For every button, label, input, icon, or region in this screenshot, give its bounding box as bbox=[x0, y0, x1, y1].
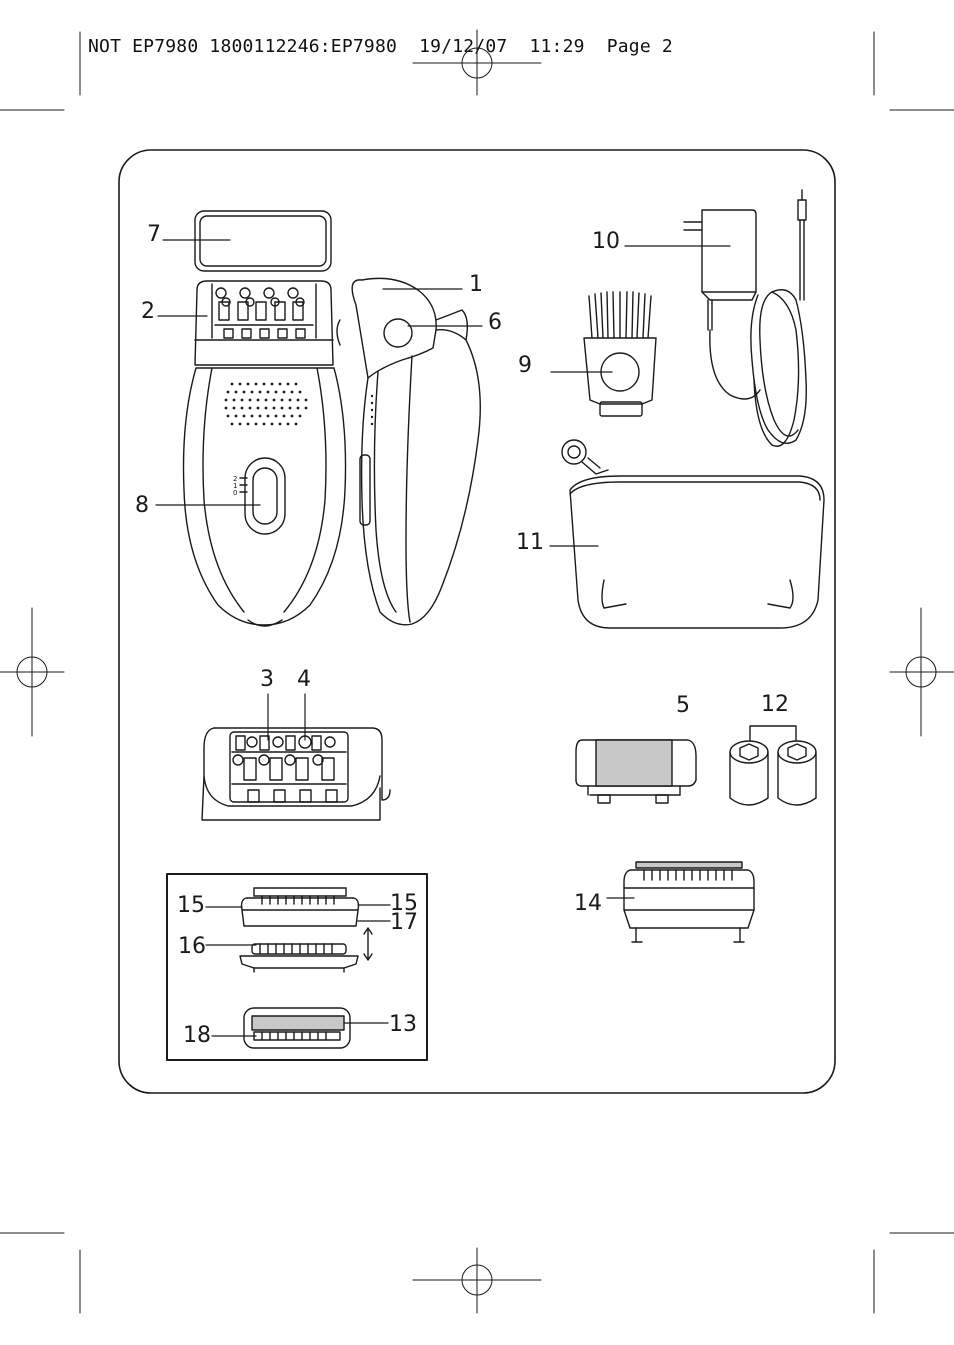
illustration-frame bbox=[118, 149, 836, 1094]
registration-mark-top bbox=[412, 29, 542, 96]
callout-12: 12 bbox=[761, 692, 789, 717]
massage-rollers bbox=[729, 725, 817, 806]
speed-2-label: 2 bbox=[233, 475, 237, 483]
epilator-front-view: 2 1 0 bbox=[182, 210, 347, 627]
registration-mark-bottom bbox=[412, 1247, 542, 1314]
registration-mark-right bbox=[889, 607, 954, 737]
inset-detail-box bbox=[166, 873, 428, 1061]
vent-grille bbox=[224, 382, 308, 426]
callout-8: 8 bbox=[135, 493, 149, 518]
trimmer-head-exploded bbox=[239, 887, 373, 1049]
callout-leader-lines bbox=[155, 239, 731, 1037]
crop-marks bbox=[0, 31, 954, 1314]
callout-6: 6 bbox=[488, 310, 502, 335]
callout-labels: 1 2 3 4 5 6 7 8 9 10 11 12 13 14 15 15 1… bbox=[135, 222, 789, 1048]
epilator-side-view bbox=[336, 277, 481, 626]
callout-11: 11 bbox=[516, 530, 544, 555]
callout-7: 7 bbox=[147, 222, 161, 247]
callout-17: 17 bbox=[390, 910, 418, 935]
callout-10: 10 bbox=[592, 229, 620, 254]
callout-15-left: 15 bbox=[177, 893, 205, 918]
callout-3: 3 bbox=[260, 667, 274, 692]
callout-14: 14 bbox=[574, 891, 602, 916]
callout-18: 18 bbox=[183, 1023, 211, 1048]
speed-1-label: 1 bbox=[233, 482, 237, 490]
print-slug: NOT EP7980 1800112246:EP7980 19/12/07 11… bbox=[88, 36, 673, 57]
shaving-head-attachment bbox=[575, 739, 697, 804]
callout-2: 2 bbox=[141, 299, 155, 324]
callout-9: 9 bbox=[518, 353, 532, 378]
registration-mark-left bbox=[0, 607, 65, 737]
callout-5: 5 bbox=[676, 693, 690, 718]
trimmer-head-attachment bbox=[623, 861, 755, 943]
callout-13: 13 bbox=[389, 1012, 417, 1037]
epilation-head-detail bbox=[201, 727, 391, 821]
callout-1: 1 bbox=[469, 272, 483, 297]
callout-16: 16 bbox=[178, 934, 206, 959]
cleaning-brush bbox=[583, 291, 657, 417]
callout-4: 4 bbox=[297, 667, 311, 692]
speed-0-label: 0 bbox=[233, 489, 237, 497]
callout-15-right: 15 bbox=[390, 891, 418, 916]
power-adaptor bbox=[683, 189, 807, 447]
storage-pouch bbox=[561, 439, 825, 629]
